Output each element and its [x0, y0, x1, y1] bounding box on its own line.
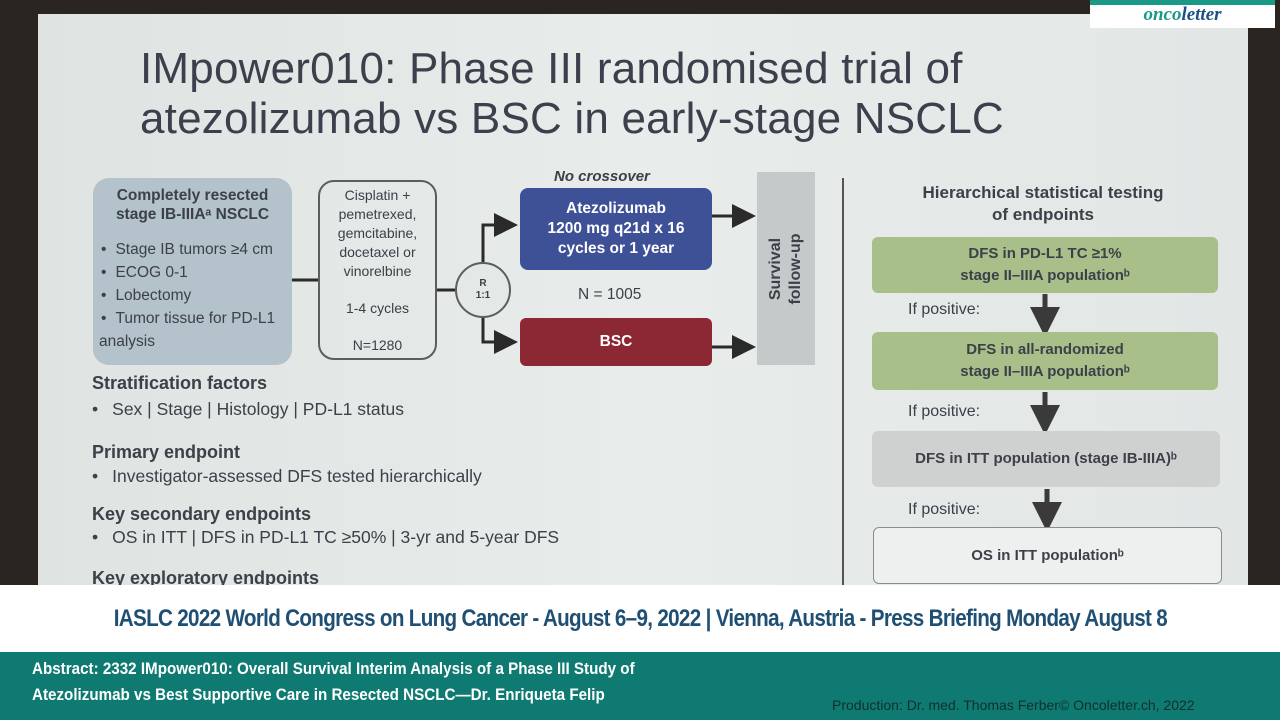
- bsc-label: BSC: [599, 333, 633, 350]
- eligibility-item: Stage IB tumors ≥4 cm: [99, 238, 286, 261]
- stratification-item: Sex | Stage | Histology | PD-L1 status: [92, 399, 404, 420]
- step3-text: DFS in ITT population (stage IB-IIIA)ᵇ: [915, 450, 1177, 467]
- chemo-n: N=1280: [352, 336, 403, 353]
- production-credit: Production: Dr. med. Thomas Ferber© Onco…: [832, 697, 1195, 713]
- hierarchy-title-line2: of endpoints: [992, 205, 1094, 224]
- atezo-text: Atezolizumab: [566, 200, 666, 217]
- hierarchy-title-line1: Hierarchical statistical testing: [922, 183, 1164, 202]
- chemotherapy-box: Cisplatin + pemetrexed, gemcitabine, doc…: [318, 180, 437, 360]
- if-positive-label: If positive:: [908, 403, 981, 420]
- step2-text: DFS in all-randomized: [966, 341, 1124, 358]
- primary-heading: Primary endpoint: [92, 442, 241, 462]
- diagram-connectors: [481, 178, 1062, 590]
- chemo-text: Cisplatin +: [344, 186, 411, 203]
- randomization-circle: R 1:1: [455, 262, 511, 318]
- stratification-heading: Stratification factors: [92, 373, 268, 393]
- slide-title-line2: atezolizumab vs BSC in early-stage NSCLC: [140, 94, 1004, 143]
- eligibility-item: ECOG 0-1: [99, 261, 286, 284]
- chemo-text: docetaxel or: [339, 243, 416, 260]
- atezo-text: 1200 mg q21d x 16: [547, 220, 685, 237]
- chemo-text: gemcitabine,: [337, 224, 418, 241]
- atezo-text: cycles or 1 year: [557, 240, 675, 257]
- hierarchy-step1: DFS in PD-L1 TC ≥1% stage II–IIIA popula…: [872, 237, 1218, 293]
- no-crossover-label: No crossover: [554, 168, 650, 185]
- if-positive-label: If positive:: [908, 501, 981, 518]
- slide-title-line1: IMpower010: Phase III randomised trial o…: [140, 44, 963, 93]
- randomization-label: R: [479, 278, 487, 289]
- chemo-cycles: 1-4 cycles: [345, 299, 410, 316]
- n-randomized: N = 1005: [578, 286, 642, 303]
- abstract-banner: [0, 652, 1280, 720]
- if-positive-label: If positive:: [908, 301, 981, 318]
- bsc-arm: BSC: [520, 318, 712, 366]
- step1-text: stage II–IIIA populationᵇ: [960, 267, 1130, 284]
- primary-item: Investigator-assessed DFS tested hierarc…: [92, 466, 482, 487]
- hierarchy-step2: DFS in all-randomized stage II–IIIA popu…: [872, 332, 1218, 390]
- hierarchy-step3: DFS in ITT population (stage IB-IIIA)ᵇ: [872, 431, 1220, 487]
- randomization-ratio: 1:1: [475, 290, 491, 301]
- arrow-to-bsc: [481, 318, 518, 354]
- survival-follow-up-box: Survival follow-up: [757, 172, 815, 365]
- secondary-heading: Key secondary endpoints: [92, 504, 312, 524]
- atezolizumab-arm: Atezolizumab 1200 mg q21d x 16 cycles or…: [520, 188, 712, 270]
- secondary-item: OS in ITT | DFS in PD-L1 TC ≥50% | 3-yr …: [92, 527, 559, 548]
- eligibility-heading: Completely resected stage IB-IIIAᵃ NSCLC: [115, 187, 270, 223]
- eligibility-box: Completely resected stage IB-IIIAᵃ NSCLC…: [93, 178, 292, 365]
- chemo-text: pemetrexed,: [338, 205, 417, 222]
- exploratory-heading: Key exploratory endpoints: [92, 568, 320, 588]
- step2-text: stage II–IIIA populationᵇ: [960, 363, 1130, 380]
- eligibility-item: Lobectomy: [99, 284, 286, 307]
- step1-text: DFS in PD-L1 TC ≥1%: [968, 245, 1122, 262]
- oncoletter-logo: oncoletter: [1090, 0, 1275, 28]
- congress-banner: IASLC 2022 World Congress on Lung Cancer…: [0, 585, 1280, 652]
- hierarchy-step4: OS in ITT populationᵇ: [873, 527, 1222, 584]
- eligibility-item: Tumor tissue for PD-L1 analysis: [99, 307, 286, 353]
- step4-text: OS in ITT populationᵇ: [971, 546, 1124, 564]
- arrow-to-atezolizumab: [481, 213, 518, 262]
- survival-label: Survival follow-up: [767, 232, 804, 305]
- congress-title: IASLC 2022 World Congress on Lung Cancer…: [113, 604, 1167, 632]
- abstract-line2: Atezolizumab vs Best Supportive Care in …: [32, 686, 605, 704]
- chemo-text: vinorelbine: [343, 262, 412, 279]
- abstract-line1: Abstract: 2332 IMpower010: Overall Survi…: [32, 660, 635, 678]
